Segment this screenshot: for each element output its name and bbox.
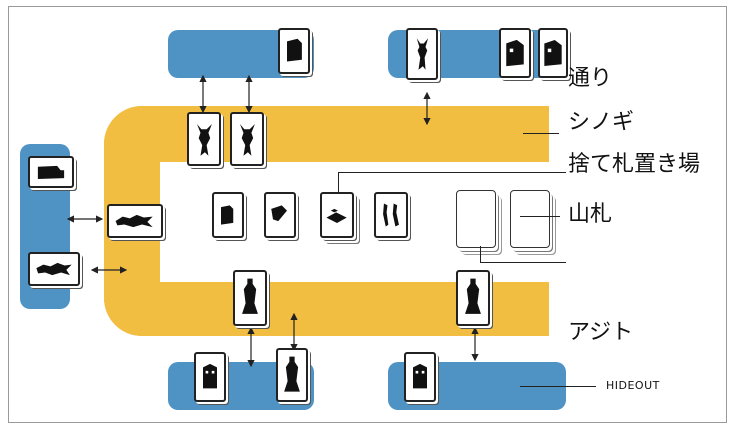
tile-icon	[326, 208, 347, 223]
figure-icon	[239, 124, 255, 156]
house-icon	[413, 363, 427, 389]
discard-pile-card	[320, 192, 354, 238]
house-icon	[221, 205, 234, 225]
character-card-sideways	[107, 204, 163, 238]
leader-line-discard-drop	[338, 172, 339, 194]
character-card	[406, 28, 438, 80]
figure-icon	[416, 38, 429, 70]
deck-pile-right	[510, 190, 550, 248]
figure-pair-icon	[383, 203, 399, 227]
house-card	[194, 352, 226, 402]
hideout-label: HIDEOUT	[606, 379, 660, 392]
character-card	[187, 112, 221, 166]
discard-label: 捨て札置き場	[568, 152, 701, 177]
house-icon	[544, 40, 562, 66]
character-card	[230, 112, 264, 166]
discard-card	[264, 192, 296, 238]
figure-icon	[36, 262, 72, 276]
diagram-frame	[8, 6, 727, 423]
character-card	[456, 270, 490, 326]
figure-icon	[242, 278, 258, 314]
character-card	[276, 348, 308, 402]
vehicle-card	[28, 156, 74, 188]
house-card	[538, 28, 568, 78]
house-card	[499, 28, 531, 78]
house-icon	[203, 363, 217, 389]
character-card-sideways	[28, 252, 80, 286]
street-label: 通り	[568, 66, 613, 91]
figure-icon	[196, 124, 212, 156]
leader-line-deck-drop	[480, 246, 481, 262]
figure-icon	[465, 278, 481, 314]
figure-icon	[284, 356, 300, 392]
leader-line-deck-bottom	[480, 262, 566, 263]
house-card	[404, 352, 436, 402]
car-icon	[37, 165, 65, 179]
figure-icon	[115, 214, 153, 228]
shinogi-label: シノギ	[568, 110, 635, 135]
deck-pile-left	[456, 190, 496, 248]
deck-label: 山札	[568, 202, 613, 227]
shinogi-track-top	[104, 106, 549, 162]
discard-card	[212, 192, 244, 238]
house-icon	[271, 205, 287, 222]
house-icon	[506, 39, 524, 67]
leader-line-hideout	[520, 386, 596, 387]
discard-card	[374, 192, 408, 238]
leader-line-shinogi	[523, 133, 559, 134]
leader-line-discard	[338, 172, 566, 173]
house-icon	[287, 38, 302, 62]
leader-line-deck	[520, 216, 560, 217]
ajito-label: アジト	[568, 320, 634, 345]
house-card	[278, 28, 310, 74]
character-card	[233, 270, 267, 326]
